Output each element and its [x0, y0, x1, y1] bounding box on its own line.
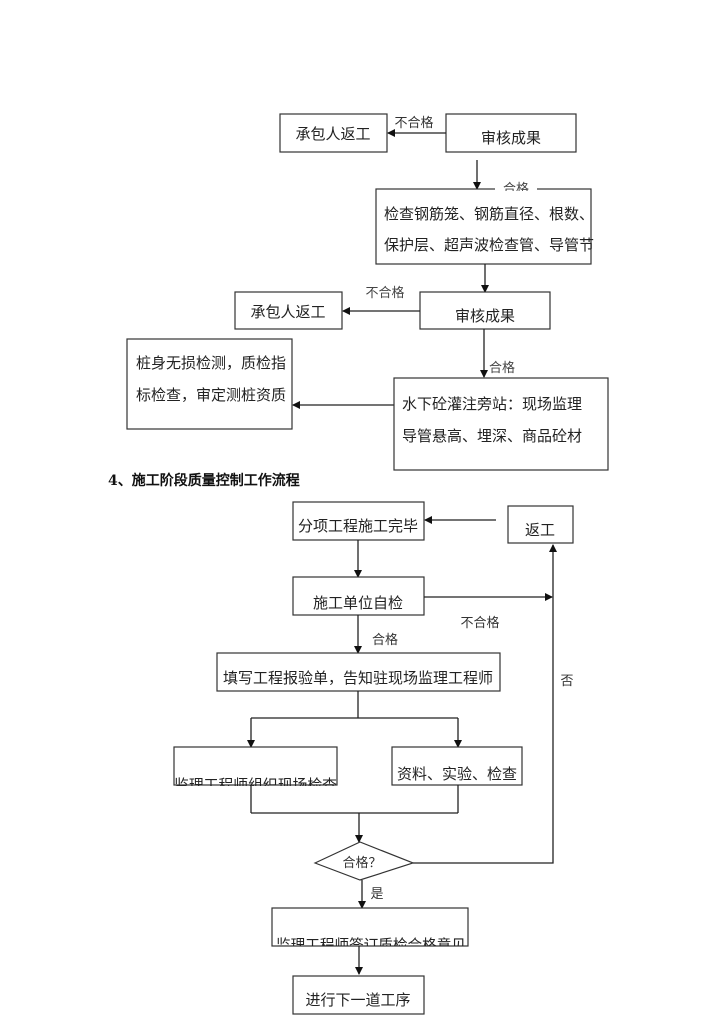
label-pass-2: 合格 — [489, 360, 515, 376]
review-box-1-label: 审核成果 — [481, 129, 541, 147]
pour-line-2: 导管悬高、埋深、商品砼材 — [402, 427, 582, 445]
self-check-box-label: 施工单位自检 — [313, 594, 403, 612]
complete-box-label: 分项工程施工完毕 — [298, 517, 418, 535]
label-fail-1: 不合格 — [394, 115, 433, 131]
rework-box-label: 返工 — [525, 521, 555, 539]
arrow-no-to-rework — [413, 544, 557, 864]
label-pass: 合格 — [372, 632, 398, 648]
label-fail-2: 不合格 — [365, 285, 404, 301]
pour-line-1: 水下砼灌注旁站：现场监理 — [402, 395, 582, 413]
docs-check-box-label: 资料、实验、检查 — [397, 765, 517, 783]
rework-box-1: 承包人返工 — [279, 113, 388, 153]
site-check-box-label: 监理工程师组织现场检查 — [174, 776, 337, 794]
site-check-box: 监理工程师组织现场检查 — [173, 746, 338, 794]
pour-box: 水下砼灌注旁站：现场监理 导管悬高、埋深、商品砼材 — [393, 377, 609, 471]
label-no: 否 — [560, 674, 573, 689]
review-box-1: 审核成果 — [445, 113, 577, 153]
pile-test-box: 桩身无损检测，质检指 标检查，审定测桩资质 — [126, 338, 293, 430]
pile-test-line-1: 桩身无损检测，质检指 — [136, 354, 286, 372]
decision-diamond: 合格？ — [313, 841, 415, 881]
report-box-label: 填写工程报验单，告知驻现场监理工程师 — [223, 669, 493, 687]
label-pass-1-mask — [495, 184, 537, 192]
next-step-box-label: 进行下一道工序 — [305, 991, 410, 1009]
docs-check-box: 资料、实验、检查 — [391, 746, 523, 786]
section-heading: 4、施工阶段质量控制工作流程 — [108, 473, 300, 489]
rework-box: 返工 — [507, 505, 574, 544]
decision-label: 合格？ — [342, 855, 381, 871]
pile-test-line-2: 标检查，审定测桩资质 — [136, 386, 286, 404]
sign-box-label: 监理工程师签订质检合格意见 — [276, 936, 466, 954]
rework-box-2: 承包人返工 — [234, 291, 343, 330]
rework-box-2-label: 承包人返工 — [250, 303, 325, 321]
inspect-box: 合格 检查钢筋笼、钢筋直径、根数、 保护层、超声波检查管、导管节 — [375, 181, 594, 265]
self-check-box: 施工单位自检 — [292, 576, 425, 616]
complete-box: 分项工程施工完毕 — [292, 501, 425, 541]
sign-box: 监理工程师签订质检合格意见 — [271, 907, 469, 954]
inspect-line-1: 检查钢筋笼、钢筋直径、根数、 — [384, 205, 594, 223]
inspect-line-2: 保护层、超声波检查管、导管节 — [384, 236, 594, 254]
review-box-2-label: 审核成果 — [455, 307, 515, 325]
label-yes: 是 — [370, 887, 383, 902]
rework-box-1-label: 承包人返工 — [295, 125, 370, 143]
report-box: 填写工程报验单，告知驻现场监理工程师 — [216, 652, 501, 692]
review-box-2: 审核成果 — [419, 291, 551, 330]
next-step-box: 进行下一道工序 — [292, 975, 425, 1015]
label-fail: 不合格 — [460, 615, 499, 631]
